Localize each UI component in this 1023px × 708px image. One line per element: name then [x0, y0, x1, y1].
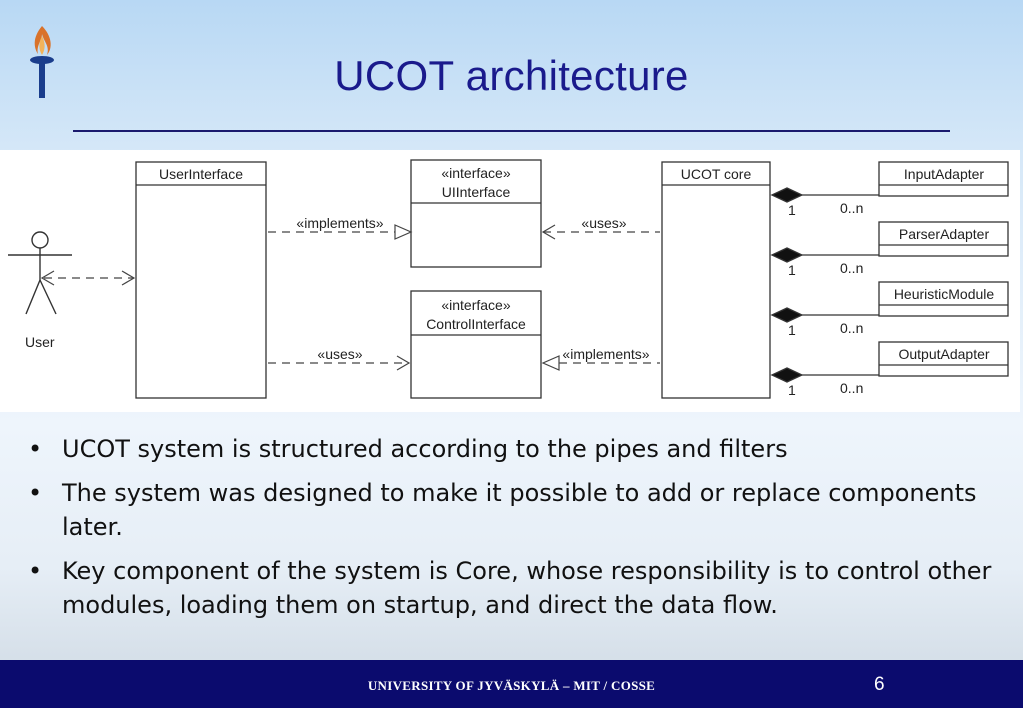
bullet-item: • The system was designed to make it pos…	[28, 476, 998, 544]
controlinterface-class	[410, 290, 542, 399]
composition-connector	[770, 247, 879, 263]
multiplicity-many: 0..n	[840, 320, 863, 336]
userinterface-label: UserInterface	[159, 166, 243, 182]
actor-label: User	[25, 334, 55, 350]
page-number: 6	[874, 674, 885, 695]
uses-arrow-bottom	[268, 355, 411, 371]
university-logo	[22, 24, 62, 100]
composition-connector	[770, 187, 879, 203]
multiplicity-one: 1	[788, 262, 796, 278]
adapter-heuristicmodule	[878, 281, 1009, 317]
footer-bar: UNIVERSITY OF JYVÄSKYLÄ – MIT / COSSE 6	[0, 660, 1023, 708]
uiinterface-stereotype: «interface»	[441, 165, 510, 181]
multiplicity-many: 0..n	[840, 260, 863, 276]
controlinterface-stereotype: «interface»	[441, 297, 510, 313]
bullet-dot: •	[28, 479, 43, 507]
adapter-parseradapter	[878, 221, 1009, 257]
uses-label-top: «uses»	[581, 215, 626, 231]
bullet-item: • Key component of the system is Core, w…	[28, 554, 998, 622]
uses-label-bottom: «uses»	[317, 346, 362, 362]
multiplicity-many: 0..n	[840, 380, 863, 396]
implements-label-top: «implements»	[296, 215, 383, 231]
bullet-text: Key component of the system is Core, who…	[62, 557, 992, 619]
composition-connector	[770, 307, 879, 323]
adapter-label: InputAdapter	[904, 166, 985, 182]
actor-uses-arrow	[40, 270, 136, 286]
bullet-text: The system was designed to make it possi…	[62, 479, 977, 541]
ucot-core-class	[661, 161, 771, 399]
multiplicity-many: 0..n	[840, 200, 863, 216]
torch-icon	[30, 26, 54, 98]
bullet-dot: •	[28, 435, 43, 463]
controlinterface-name: ControlInterface	[426, 316, 526, 332]
adapter-inputadapter	[878, 161, 1009, 197]
implements-label-bottom: «implements»	[562, 346, 649, 362]
adapter-outputadapter	[878, 341, 1009, 377]
bullet-dot: •	[28, 557, 43, 585]
composition-connector	[770, 367, 879, 383]
multiplicity-one: 1	[788, 202, 796, 218]
multiplicity-one: 1	[788, 322, 796, 338]
bullet-item: • UCOT system is structured according to…	[28, 432, 998, 466]
bullet-text: UCOT system is structured according to t…	[62, 435, 788, 463]
uiinterface-name: UIInterface	[442, 184, 511, 200]
footer-text: UNIVERSITY OF JYVÄSKYLÄ – MIT / COSSE	[367, 678, 656, 693]
adapter-label: HeuristicModule	[894, 286, 995, 302]
adapter-label: OutputAdapter	[898, 346, 989, 362]
bullet-list: • UCOT system is structured according to…	[28, 432, 998, 632]
uml-diagram-canvas: User UserInterface «interface» UIInterfa…	[8, 159, 1009, 399]
uiinterface-class	[410, 159, 542, 268]
uml-diagram: User UserInterface «interface» UIInterfa…	[0, 150, 1020, 412]
title-underline	[73, 130, 950, 132]
implements-arrow-top	[268, 224, 413, 240]
slide-title: UCOT architecture	[334, 52, 689, 99]
multiplicity-one: 1	[788, 382, 796, 398]
userinterface-class	[135, 161, 267, 399]
user-actor	[8, 231, 72, 315]
adapter-label: ParserAdapter	[899, 226, 990, 242]
implements-arrow-bottom	[541, 355, 660, 371]
ucot-core-label: UCOT core	[681, 166, 752, 182]
uses-arrow-top	[541, 224, 660, 240]
